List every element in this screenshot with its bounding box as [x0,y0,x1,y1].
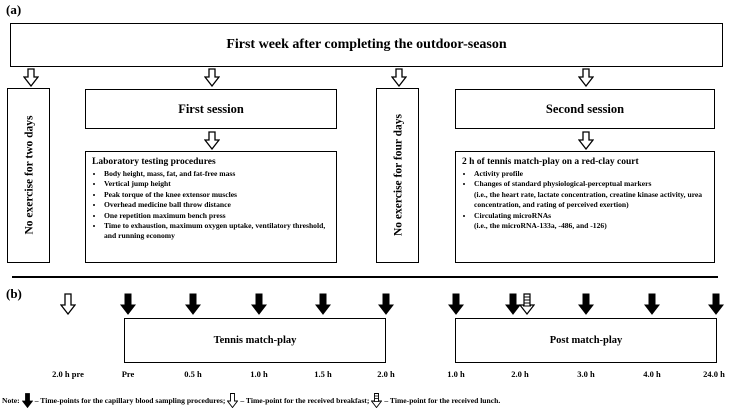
hollow-down-arrow-icon [204,131,220,150]
post-match-play-label: Post match-play [549,335,623,346]
list-item: One repetition maximum bench press [104,211,332,221]
time-label: 0.5 h [184,369,202,379]
first-session-title: First session [178,101,244,116]
filled-down-arrow-icon [21,393,33,408]
filled-down-arrow-icon [120,293,136,315]
time-label: Pre [121,369,135,379]
note-breakfast: – Time-point for the received breakfast; [240,396,370,405]
filled-down-arrow-icon [505,293,521,315]
rest-two-days-box: No exercise for two days [7,88,50,263]
filled-down-arrow-icon [578,293,594,315]
post-match-play-box: Post match-play [455,318,717,363]
tennis-match-play-box: Tennis match-play [124,318,386,363]
time-label: 1.5 h [314,369,332,379]
time-label: 3.0 h [577,369,595,379]
panel-b-label: (b) [6,286,22,301]
list-item: Circulating microRNAs(i.e., the microRNA… [474,211,710,232]
panel-a-label: (a) [6,2,22,17]
second-session-detail-title: 2 h of tennis match-play on a red-clay c… [462,157,639,167]
list-item: Activity profile [474,169,710,179]
note-sampling: – Time-points for the capillary blood sa… [34,396,226,405]
second-session-title: Second session [545,101,625,116]
hollow-down-arrow-icon [60,293,76,315]
striped-down-arrow-icon [519,293,535,315]
legend-note: Note: – Time-points for the capillary bl… [2,393,500,408]
note-prefix: Note: [2,396,20,405]
list-item: Time to exhaustion, maximum oxygen uptak… [104,221,332,242]
rest-four-days-text: No exercise for four days [392,114,405,237]
list-item: Changes of standard physiological-percep… [474,179,710,210]
list-item-note: (i.e., the microRNA-133a, -486, and -126… [474,221,607,231]
time-label: 4.0 h [643,369,661,379]
second-session-list: Activity profile Changes of standard phy… [462,169,710,231]
second-session-box: Second session [455,89,715,129]
filled-down-arrow-icon [185,293,201,315]
time-label: 2.0 h [377,369,395,379]
filled-down-arrow-icon [644,293,660,315]
first-session-box: First session [85,89,337,129]
list-item: Peak torque of the knee extensor muscles [104,190,332,200]
rest-four-days-box: No exercise for four days [376,88,419,263]
time-label: 1.0 h [250,369,268,379]
rest-two-days-text: No exercise for two days [23,115,36,235]
striped-down-arrow-icon [371,393,383,408]
time-label: 2.0 h pre [52,369,84,379]
filled-down-arrow-icon [315,293,331,315]
first-session-list: Body height, mass, fat, and fat-free mas… [92,169,332,242]
list-item-note: (i.e., the heart rate, lactate concentra… [474,189,703,210]
hollow-down-arrow-icon [204,68,220,87]
hollow-down-arrow-icon [578,68,594,87]
filled-down-arrow-icon [708,293,724,315]
list-item: Overhead medicine ball throw distance [104,200,332,210]
list-item: Body height, mass, fat, and fat-free mas… [104,169,332,179]
filled-down-arrow-icon [251,293,267,315]
panel-divider [12,276,718,278]
time-label: 2.0 h [511,369,529,379]
time-label: 1.0 h [447,369,465,379]
second-session-detail-box: 2 h of tennis match-play on a red-clay c… [455,151,715,263]
header-box: First week after completing the outdoor-… [10,23,723,67]
filled-down-arrow-icon [378,293,394,315]
first-session-detail-title: Laboratory testing procedures [92,157,216,167]
filled-down-arrow-icon [448,293,464,315]
header-text: First week after completing the outdoor-… [226,37,507,52]
time-label: 24.0 h [703,369,725,379]
first-session-detail-box: Laboratory testing procedures Body heigh… [85,151,337,263]
note-lunch: – Time-point for the received lunch. [384,396,501,405]
hollow-down-arrow-icon [23,68,39,87]
hollow-down-arrow-icon [578,131,594,150]
list-item: Vertical jump height [104,179,332,189]
hollow-down-arrow-icon [391,68,407,87]
hollow-down-arrow-icon [227,393,239,408]
tennis-match-play-label: Tennis match-play [213,335,297,346]
